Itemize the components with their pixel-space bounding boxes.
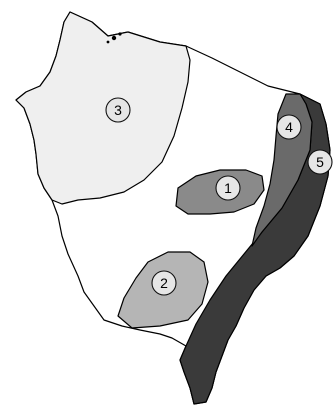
island-dot	[118, 32, 122, 36]
island-dot	[106, 40, 110, 44]
zone-3-marker: 3	[105, 97, 131, 123]
zone-3-area	[15, 11, 191, 205]
zone-2-marker: 2	[151, 270, 177, 296]
zone-2-label: 2	[160, 275, 168, 291]
zone-4-label: 4	[285, 119, 293, 135]
zone-4-marker: 4	[276, 114, 302, 140]
zone-1-label: 1	[224, 180, 232, 196]
zone-5-label: 5	[316, 154, 324, 170]
zone-5-marker: 5	[307, 149, 333, 175]
zone-1-marker: 1	[215, 175, 241, 201]
island-dot	[111, 35, 117, 41]
zone-3-label: 3	[114, 102, 122, 118]
